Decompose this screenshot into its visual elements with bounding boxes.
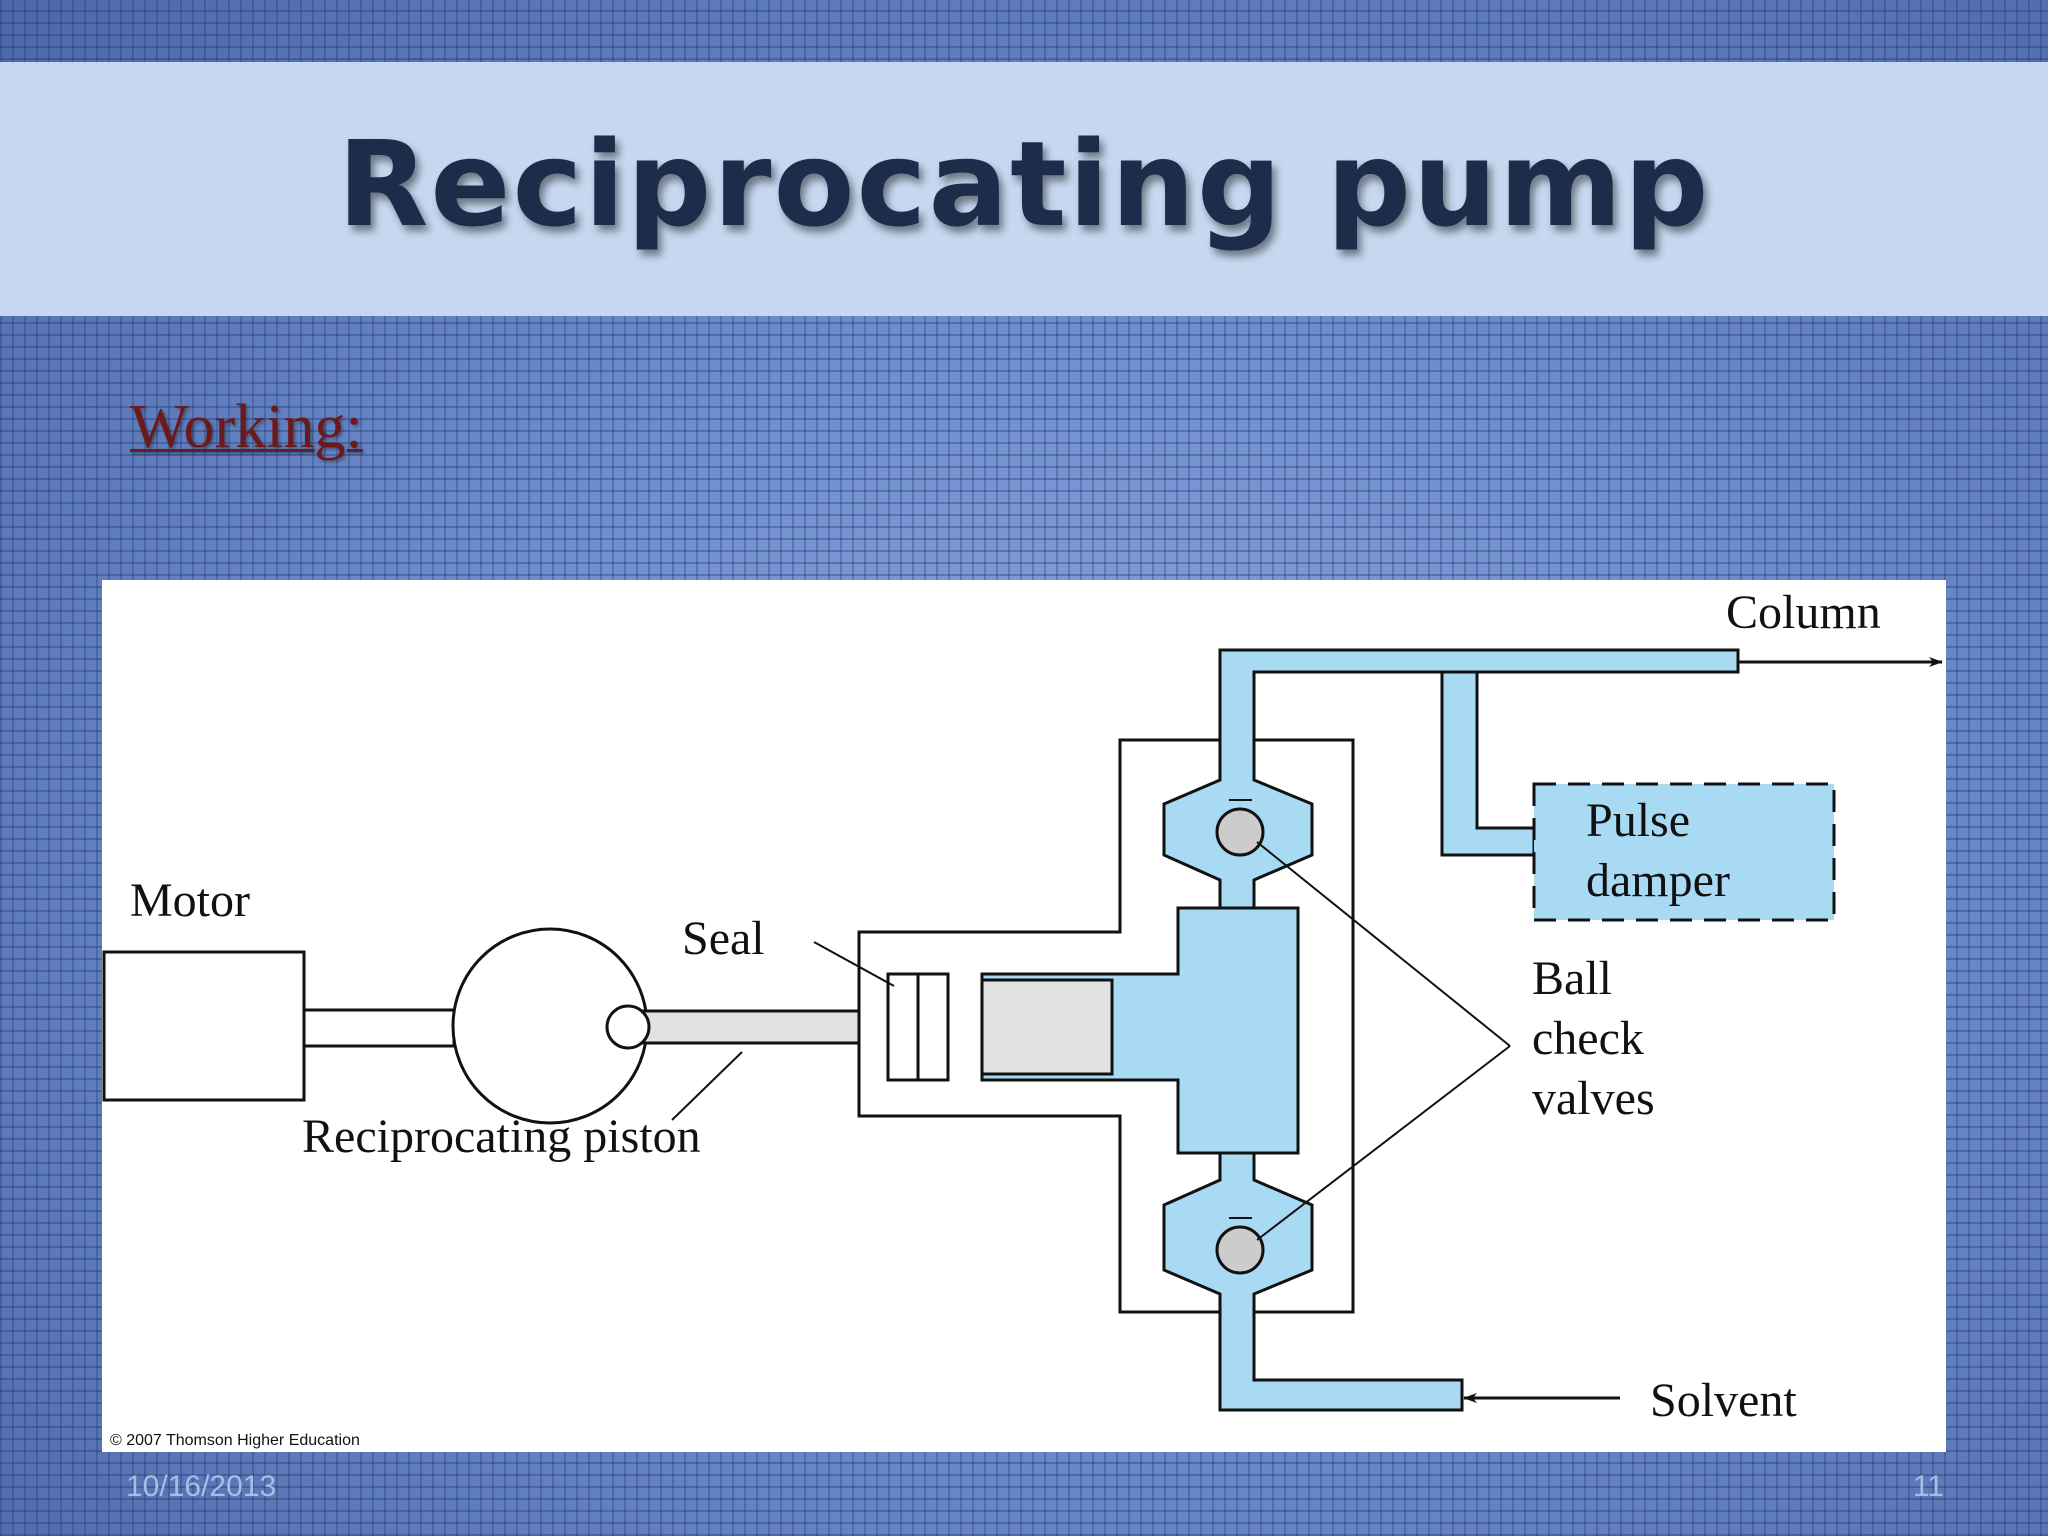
label-pulse: Pulse <box>1586 794 1690 847</box>
label-piston: Reciprocating piston <box>302 1110 701 1163</box>
slide-page-number: 11 <box>1912 1470 1944 1503</box>
motor-box <box>102 950 306 1102</box>
motor-shaft <box>302 1008 456 1048</box>
pump-diagram-svg: Column Pulse damper Motor Seal Ball chec… <box>102 586 1943 1427</box>
label-valves: valves <box>1532 1072 1655 1125</box>
seal-ring <box>886 972 920 1082</box>
label-seal: Seal <box>682 912 765 965</box>
label-check: check <box>1532 1012 1644 1065</box>
slide-date: 10/16/2013 <box>126 1470 277 1503</box>
pump-chamber <box>980 906 1300 1155</box>
piston-leader <box>671 1051 743 1121</box>
label-solvent: Solvent <box>1650 1374 1797 1427</box>
lower-ball-valve <box>1215 1225 1265 1275</box>
piston-pivot <box>605 1004 651 1050</box>
ball-leader-upper <box>1256 841 1511 1047</box>
upper-channel <box>1162 648 1740 910</box>
label-motor: Motor <box>130 874 250 927</box>
piston-head <box>980 978 1114 1076</box>
ball-leader-lower <box>1256 1045 1511 1241</box>
label-column: Column <box>1726 586 1881 639</box>
copyright-notice: © 2007 Thomson Higher Education <box>110 1432 360 1449</box>
slide-title: Reciprocating pump <box>337 115 1711 253</box>
label-damper: damper <box>1586 854 1730 907</box>
title-band: Reciprocating pump <box>0 62 2048 316</box>
working-heading: Working: <box>130 393 363 461</box>
pulse-damper <box>1532 782 1836 922</box>
seal-leader <box>813 941 895 987</box>
pump-diagram: Column Pulse damper Motor Seal Ball chec… <box>102 580 1946 1452</box>
upper-ball-valve <box>1215 807 1265 857</box>
damper-branch <box>1440 670 1536 857</box>
label-ball: Ball <box>1532 952 1612 1005</box>
seal-ring <box>916 972 950 1082</box>
